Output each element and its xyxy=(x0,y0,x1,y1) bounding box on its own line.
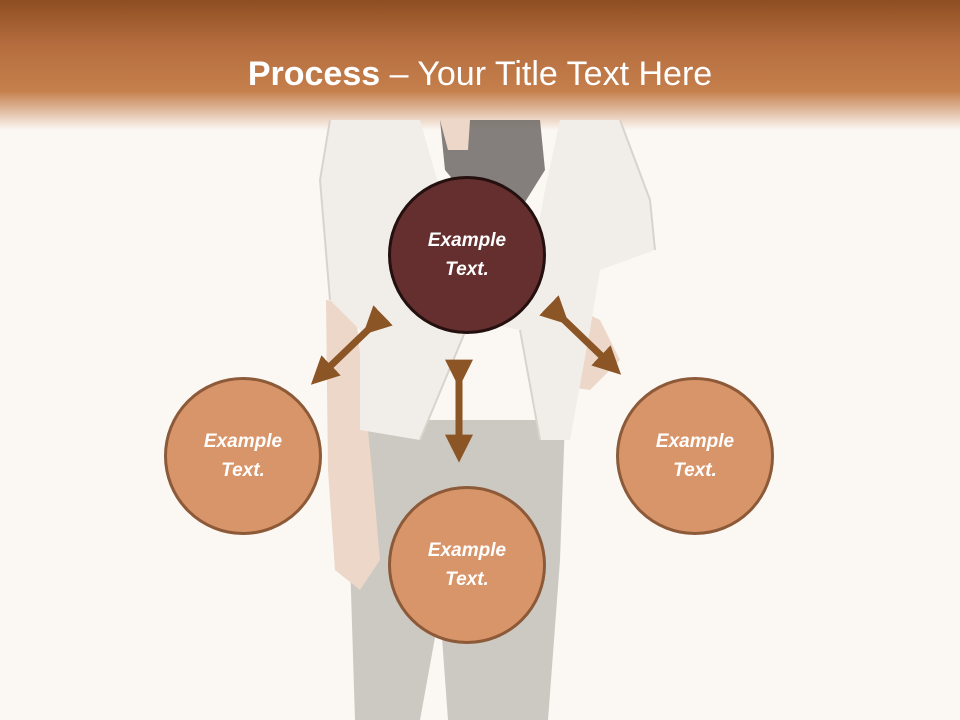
slide-title: Process – Your Title Text Here xyxy=(0,52,960,96)
process-node-bottom: Example Text. xyxy=(388,486,546,644)
node-left-line2: Text. xyxy=(221,460,265,481)
process-node-right: Example Text. xyxy=(616,377,774,535)
arrow-center-right xyxy=(539,295,622,375)
node-bottom-line1: Example xyxy=(427,540,507,561)
process-node-center: Example Text. xyxy=(388,176,546,334)
node-right-line1: Example xyxy=(655,431,735,452)
node-left-line1: Example xyxy=(203,431,283,452)
title-rest: – Your Title Text Here xyxy=(380,55,713,93)
node-bottom-line2: Text. xyxy=(445,569,489,590)
process-node-left: Example Text. xyxy=(164,377,322,535)
node-center-line1: Example xyxy=(427,230,507,251)
title-banner xyxy=(0,0,960,130)
node-center-line2: Text. xyxy=(445,259,489,280)
title-bold: Process xyxy=(247,55,381,93)
arrow-center-left xyxy=(310,305,393,385)
node-right-line2: Text. xyxy=(673,460,717,481)
